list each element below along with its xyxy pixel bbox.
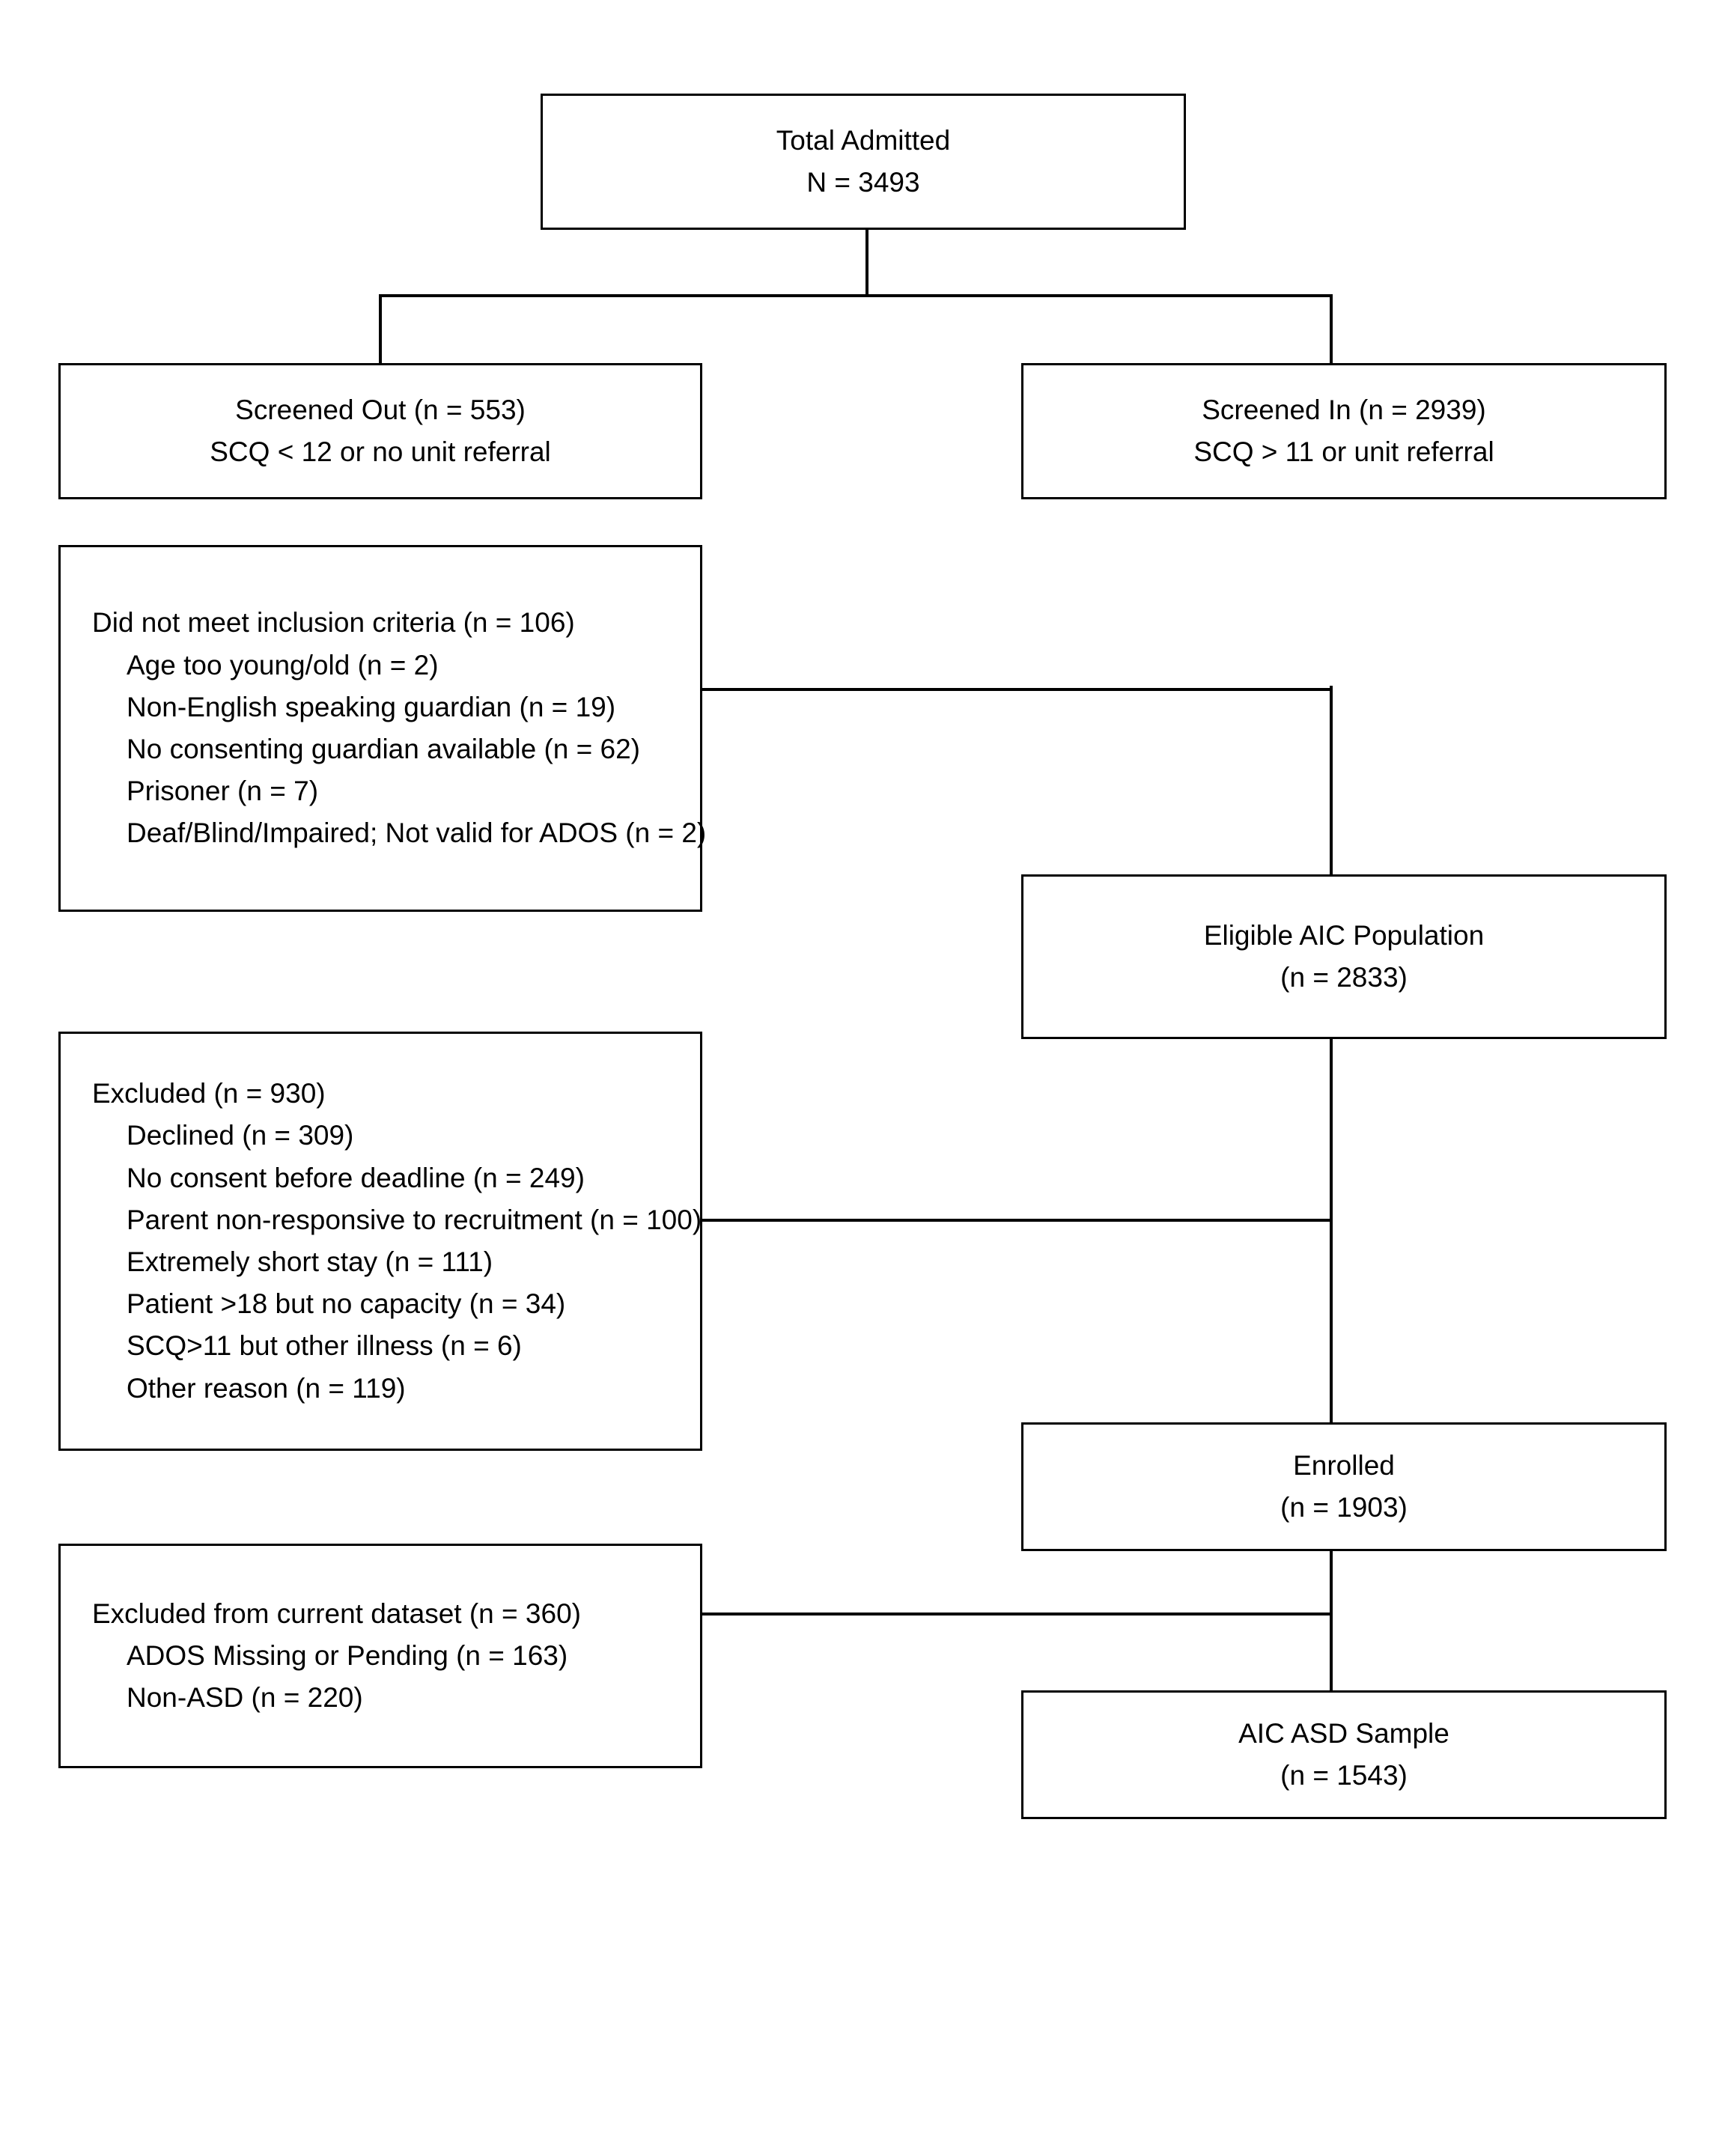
- connector-arm-not-inclusion: [702, 688, 1333, 691]
- node-did-not-meet-inclusion-criteria: Did not meet inclusion criteria (n = 106…: [58, 545, 707, 912]
- connector-total-to-split: [865, 228, 868, 296]
- node-screened-in: Screened In (n = 2939) SCQ > 11 or unit …: [1021, 363, 1667, 499]
- node-total-admitted: Total Admitted N = 3493: [541, 94, 1186, 230]
- node-screened-out: Screened Out (n = 553) SCQ < 12 or no un…: [58, 363, 702, 499]
- total-admitted-line1: Total Admitted: [776, 124, 951, 156]
- node-excluded: Excluded (n = 930) Declined (n = 309) No…: [58, 1032, 702, 1451]
- not-inclusion-item-3: Prisoner (n = 7): [127, 776, 319, 807]
- connector-arm-excluded: [702, 1219, 1333, 1222]
- screened-in-line1: Screened In (n = 2939): [1202, 394, 1486, 425]
- not-inclusion-item-1: Non-English speaking guardian (n = 19): [127, 691, 616, 722]
- asd-sample-line2: (n = 1543): [1280, 1760, 1408, 1791]
- eligible-population-line1: Eligible AIC Population: [1203, 919, 1485, 951]
- not-inclusion-item-4: Deaf/Blind/Impaired; Not valid for ADOS …: [127, 817, 707, 849]
- enrolled-line1: Enrolled: [1293, 1449, 1395, 1481]
- excluded-item-6: Other reason (n = 119): [127, 1372, 406, 1404]
- enrolled-line2: (n = 1903): [1280, 1492, 1408, 1523]
- node-excluded-from-current-dataset: Excluded from current dataset (n = 360) …: [58, 1544, 702, 1768]
- connector-split-to-screened-in: [1330, 294, 1333, 363]
- not-inclusion-heading: Did not meet inclusion criteria (n = 106…: [92, 607, 575, 639]
- not-inclusion-item-2: No consenting guardian available (n = 62…: [127, 734, 640, 764]
- asd-sample-line1: AIC ASD Sample: [1238, 1717, 1449, 1749]
- excluded-heading: Excluded (n = 930): [92, 1078, 326, 1109]
- screened-out-line1: Screened Out (n = 553): [235, 394, 526, 425]
- not-inclusion-item-0: Age too young/old (n = 2): [127, 649, 439, 680]
- excluded-dataset-item-1: Non-ASD (n = 220): [127, 1682, 363, 1714]
- connector-enrolled-to-asd-sample: [1330, 1551, 1333, 1690]
- excluded-item-1: No consent before deadline (n = 249): [127, 1162, 585, 1193]
- excluded-item-5: SCQ>11 but other illness (n = 6): [127, 1330, 522, 1362]
- connector-split-bar: [379, 294, 1333, 297]
- node-eligible-aic-population: Eligible AIC Population (n = 2833): [1021, 874, 1667, 1039]
- connector-arm-excluded-dataset: [702, 1613, 1333, 1616]
- connector-eligible-to-enrolled: [1330, 1039, 1333, 1422]
- total-admitted-line2: N = 3493: [806, 167, 920, 198]
- connector-split-to-screened-out: [379, 294, 382, 363]
- screened-out-line2: SCQ < 12 or no unit referral: [210, 436, 551, 467]
- node-aic-asd-sample: AIC ASD Sample (n = 1543): [1021, 1690, 1667, 1819]
- excluded-dataset-heading: Excluded from current dataset (n = 360): [92, 1598, 581, 1629]
- excluded-dataset-item-0: ADOS Missing or Pending (n = 163): [127, 1639, 568, 1671]
- excluded-item-2: Parent non-responsive to recruitment (n …: [127, 1204, 702, 1235]
- node-enrolled: Enrolled (n = 1903): [1021, 1422, 1667, 1551]
- connector-screened-in-to-eligible: [1330, 686, 1333, 874]
- eligible-population-line2: (n = 2833): [1280, 962, 1408, 993]
- excluded-item-4: Patient >18 but no capacity (n = 34): [127, 1288, 566, 1320]
- screened-in-line2: SCQ > 11 or unit referral: [1193, 436, 1494, 467]
- excluded-item-0: Declined (n = 309): [127, 1120, 354, 1151]
- excluded-item-3: Extremely short stay (n = 111): [127, 1246, 493, 1277]
